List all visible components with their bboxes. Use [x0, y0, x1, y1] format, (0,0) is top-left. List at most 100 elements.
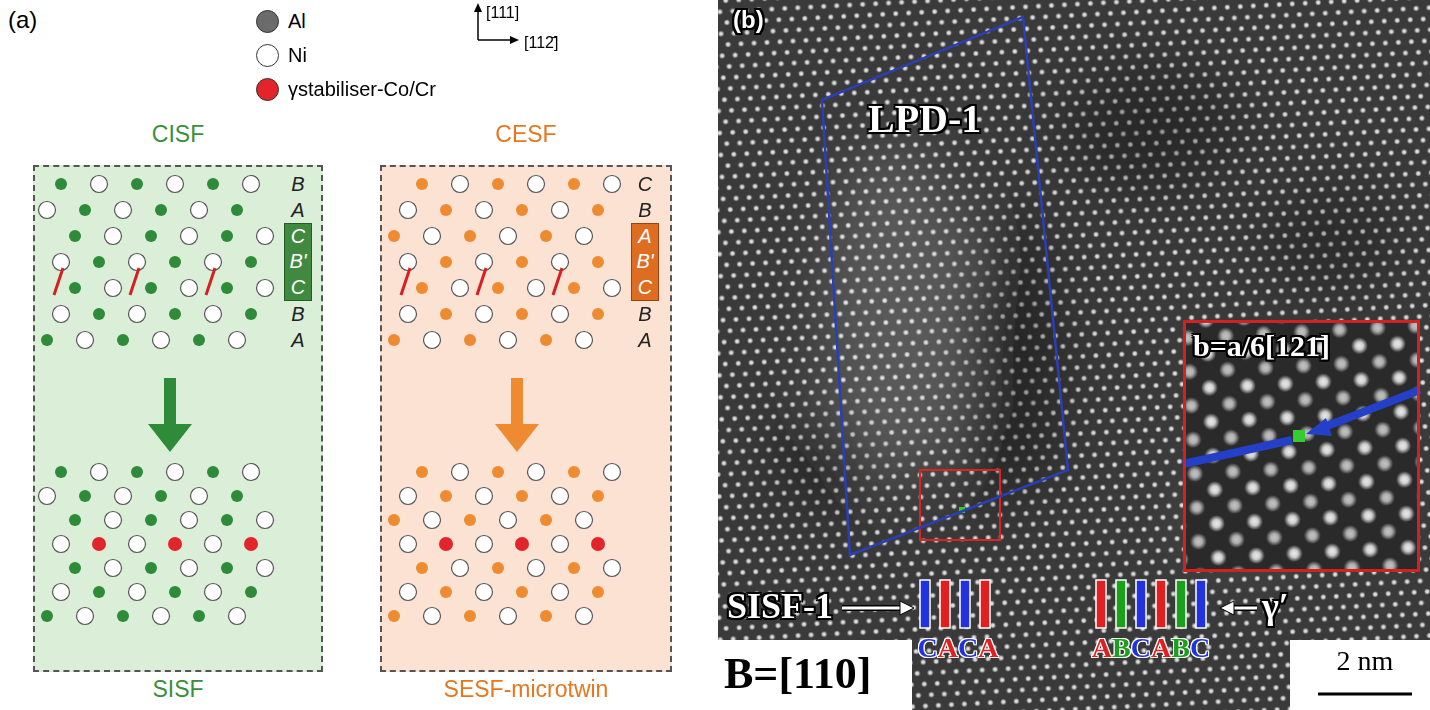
shear-line: [401, 268, 410, 295]
inset-image: [1183, 320, 1420, 572]
atom: [476, 202, 493, 219]
stacking-arrows: [842, 601, 1257, 615]
atom: [576, 228, 593, 245]
stacking-letter: B: [291, 301, 304, 327]
atom: [516, 586, 528, 598]
stacking-letter: A: [1092, 632, 1112, 663]
atom: [257, 280, 274, 297]
atom: [576, 512, 593, 529]
atom: [592, 538, 604, 550]
atom: [528, 280, 545, 297]
stabiliser-atom: [244, 537, 258, 551]
atom: [77, 608, 94, 625]
atom: [231, 204, 243, 216]
atom: [191, 202, 208, 219]
label-patch: [718, 640, 912, 710]
atom: [167, 464, 184, 481]
atom: [500, 608, 517, 625]
atom: [592, 256, 604, 268]
legend-swatch: [256, 78, 279, 101]
atom: [257, 560, 274, 577]
shear-line: [54, 268, 63, 295]
atom: [492, 178, 504, 190]
atom: [207, 178, 219, 190]
atom: [117, 610, 129, 622]
atom: [400, 488, 417, 505]
atom: [243, 464, 260, 481]
atom: [117, 334, 129, 346]
atom: [41, 334, 53, 346]
stacking-letter: A: [291, 327, 304, 353]
atom: [528, 176, 545, 193]
atom: [93, 256, 105, 268]
atom: [528, 560, 545, 577]
atom: [41, 610, 53, 622]
atom: [221, 282, 233, 294]
atom: [193, 610, 205, 622]
defect-outline: LPD-1: [820, 13, 1072, 559]
atom: [416, 178, 428, 190]
atom: [145, 562, 157, 574]
process-arrow: [495, 424, 539, 452]
atom: [424, 228, 441, 245]
atom: [153, 332, 170, 349]
atom: [221, 230, 233, 242]
zone-axis: B=[110]: [724, 648, 871, 699]
atom: [91, 176, 108, 193]
stacking-sequence: ABCABC: [1092, 632, 1210, 664]
atom: [155, 204, 167, 216]
atom: [528, 464, 545, 481]
stacking-letter: B: [1171, 632, 1190, 663]
stacking-letter: B: [638, 301, 651, 327]
atom: [69, 562, 81, 574]
atom: [604, 280, 621, 297]
atom: [69, 282, 81, 294]
atom: [540, 334, 552, 346]
atom: [516, 308, 528, 320]
atom: [416, 562, 428, 574]
panel-letter: (a): [8, 6, 37, 34]
stacking-highlight: CB'C: [284, 223, 312, 301]
phase-label: γ′: [1262, 586, 1289, 627]
stacking-letter: B: [1112, 632, 1131, 663]
stacking-letter: C: [632, 275, 658, 300]
atom: [145, 230, 157, 242]
atom: [604, 464, 621, 481]
fault-heading: CISF: [35, 121, 321, 147]
atom: [181, 228, 198, 245]
atom: [440, 586, 452, 598]
scale-patch: [1290, 640, 1430, 710]
stacking-letter: A: [638, 327, 651, 353]
schematic-part: [39, 176, 274, 625]
atom: [500, 512, 517, 529]
atom: [131, 178, 143, 190]
atom: [388, 230, 400, 242]
atom: [131, 466, 143, 478]
atom: [424, 608, 441, 625]
atom: [388, 610, 400, 622]
atom: [500, 332, 517, 349]
stabiliser-atom: [439, 537, 453, 551]
stacking-letter: A: [938, 632, 958, 663]
stabiliser-atom: [591, 537, 605, 551]
atom: [93, 586, 105, 598]
stabiliser-atom: [92, 537, 106, 551]
atom: [169, 256, 181, 268]
stacking-letter: C: [1190, 632, 1210, 663]
atom: [221, 514, 233, 526]
stacking-letter: C: [1131, 632, 1151, 663]
atom: [604, 560, 621, 577]
atom: [79, 204, 91, 216]
atom: [568, 562, 580, 574]
stacking-bars: [920, 580, 1206, 628]
stacking-letter: B': [285, 249, 311, 274]
atom: [245, 586, 257, 598]
stacking-letter: A: [291, 197, 304, 223]
atom: [257, 512, 274, 529]
schematic-part: [388, 176, 621, 625]
legend-text: γstabiliser-Co/Cr: [288, 76, 436, 102]
legend-swatch: [256, 10, 279, 33]
atom: [552, 536, 569, 553]
panel-box: CESFSESF-microtwinAB'C: [380, 165, 672, 672]
stacking-letter: A: [978, 632, 998, 663]
